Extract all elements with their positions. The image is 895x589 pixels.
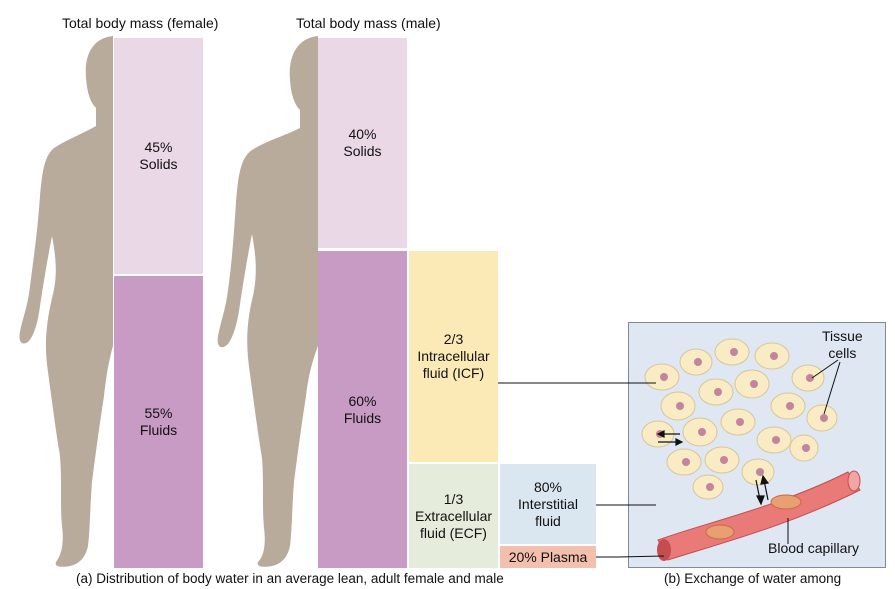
male-solids-label: Solids — [343, 143, 382, 159]
tissue-cells-cluster — [641, 338, 838, 500]
ecf-block: 1/3 Extracellular fluid (ECF) — [409, 464, 498, 568]
female-solids-label: Solids — [139, 156, 178, 172]
tissue-cells-label: Tissue cells — [822, 328, 863, 362]
icf-fraction: 2/3 — [443, 331, 464, 347]
ecf-line2: fluid (ECF) — [420, 524, 487, 541]
interstitial-block: 80% Interstitial fluid — [500, 464, 596, 544]
plasma-label: 20% Plasma — [508, 548, 588, 565]
female-silhouette — [19, 36, 114, 567]
male-title: Total body mass (male) — [296, 15, 441, 31]
male-fluids-pct: 60% — [348, 392, 377, 409]
interstitial-pct: 80% — [533, 478, 563, 495]
ecf-line1: Extracellular — [414, 507, 493, 524]
female-fluids-label: Fluids — [139, 422, 178, 438]
interstitial-line1: Interstitial — [518, 495, 578, 512]
icf-line1: Intracellular — [417, 348, 490, 364]
tissue-cells-line2: cells — [828, 345, 857, 361]
female-fluids-block: 55% Fluids — [114, 276, 203, 568]
female-title: Total body mass (female) — [62, 15, 219, 31]
water-exchange-inset — [628, 322, 886, 568]
blood-capillary — [657, 470, 861, 561]
plasma-block: 20% Plasma — [500, 546, 596, 568]
icf-block: 2/3 Intracellular fluid (ICF) — [409, 251, 498, 462]
icf-line2: fluid (ICF) — [422, 365, 485, 381]
tissue-cells-line1: Tissue — [822, 328, 863, 344]
female-solids-pct: 45% — [144, 139, 173, 155]
blood-capillary-label: Blood capillary — [768, 540, 860, 556]
female-fluids-pct: 55% — [144, 405, 173, 421]
interstitial-line2: fluid — [535, 512, 561, 529]
caption-b: (b) Exchange of water among — [664, 571, 842, 586]
male-silhouette — [217, 36, 318, 567]
male-solids-pct: 40% — [348, 126, 377, 142]
male-solids-block: 40% Solids — [318, 38, 407, 248]
female-solids-block: 45% Solids — [114, 38, 203, 274]
male-fluids-block: 60% Fluids — [318, 251, 407, 568]
ecf-fraction: 1/3 — [443, 490, 464, 507]
exchange-arrows — [656, 430, 770, 506]
male-fluids-label: Fluids — [343, 409, 382, 426]
caption-a: (a) Distribution of body water in an ave… — [76, 571, 504, 586]
